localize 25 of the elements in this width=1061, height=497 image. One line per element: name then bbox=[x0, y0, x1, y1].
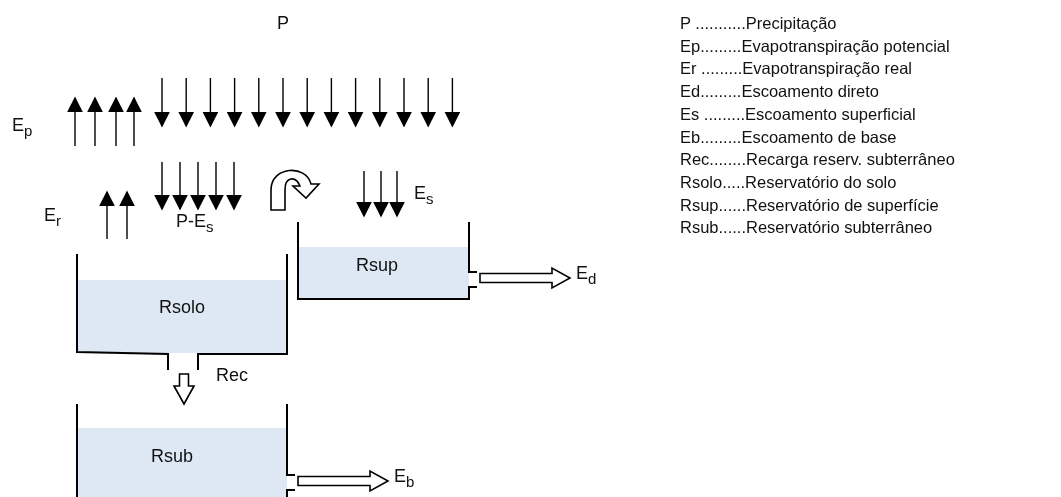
block-arrow bbox=[172, 373, 196, 406]
tank-label: Rsup bbox=[356, 254, 398, 276]
reservoir-tank bbox=[297, 222, 478, 300]
legend-entry: Rec........Recarga reserv. subterrâneo bbox=[680, 150, 955, 169]
flow-label: P-E$_{s}$ bbox=[176, 212, 214, 236]
legend-entry: Es .........Escoamento superficial bbox=[680, 104, 916, 123]
flow-label: E$_{b}$ bbox=[394, 467, 415, 491]
legend-entry: Er .........Evapotranspiração real bbox=[680, 59, 913, 78]
legend-entry: Ep.........Evapotranspiração potencial bbox=[680, 36, 950, 55]
legend-entry: Rsub......Reservatório subterrâneo bbox=[680, 218, 933, 237]
legend-entry: Rsup......Reservatório de superfície bbox=[680, 195, 939, 214]
tank-label: Rsolo bbox=[159, 296, 205, 318]
legend-entry: Eb.........Escoamento de base bbox=[680, 127, 897, 146]
legend-entry: Rsolo.....Reservatório do solo bbox=[680, 172, 897, 192]
block-arrow bbox=[297, 469, 390, 493]
flow-label: E$_{d}$ bbox=[576, 264, 597, 288]
tank-label: Rsub bbox=[151, 445, 193, 467]
flow-label: E$_{r}$ bbox=[44, 206, 61, 230]
block-arrow bbox=[479, 266, 572, 290]
flow-label: E$_{s}$ bbox=[414, 184, 434, 208]
flow-label: E$_{p}$ bbox=[12, 116, 33, 140]
flow-label: P bbox=[277, 14, 289, 34]
reservoir-tank bbox=[76, 404, 296, 497]
legend-entry: P ...........Precipitação bbox=[680, 14, 837, 33]
legend-entry: Ed.........Escoamento direto bbox=[680, 82, 879, 101]
